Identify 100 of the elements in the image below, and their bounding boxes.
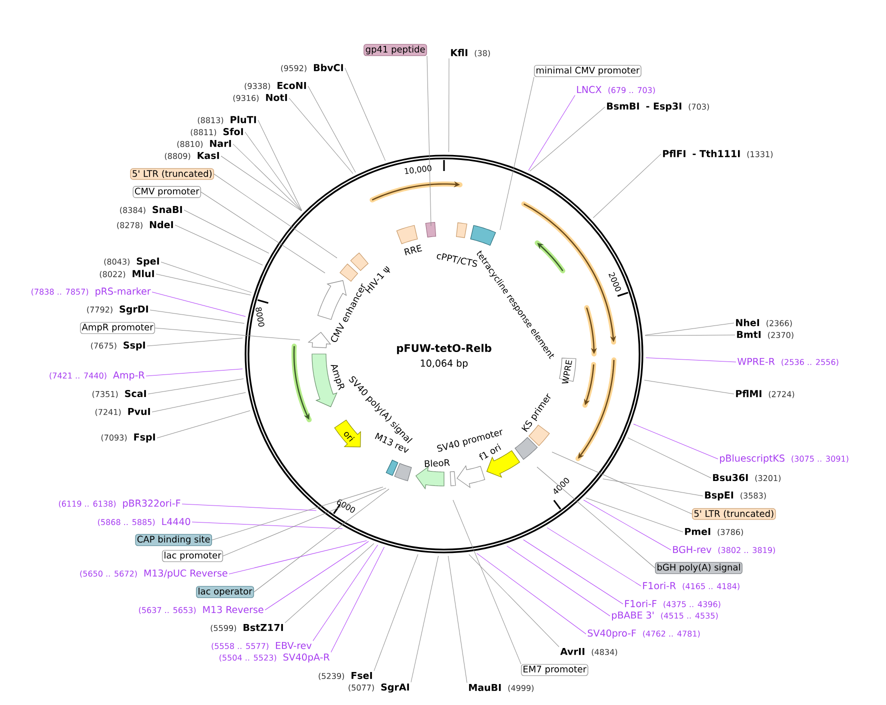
primer-label: (6119 .. 6138) pBR322ori-F (58, 499, 180, 509)
enzyme-site-label: MauBI (4999) (469, 684, 534, 692)
leader-line (312, 544, 378, 642)
leader-line (152, 292, 246, 317)
scale-label: 8000 (256, 307, 264, 327)
leader-line (254, 488, 390, 592)
leader-line (148, 378, 244, 394)
primer-label: LNCX (679 .. 703) (577, 86, 655, 94)
leader-line (583, 500, 672, 550)
leader-line (500, 76, 534, 230)
enzyme-site-label: PflFI - Tth111I (1331) (663, 150, 773, 158)
feature-name: ori (344, 432, 355, 442)
enzyme-site-label: (7241) PvuI (95, 408, 150, 416)
leader-line (200, 192, 326, 274)
leader-line (156, 274, 252, 296)
enzyme-site-label: (8384) SnaBI (120, 206, 182, 214)
leader-line (150, 310, 245, 324)
feature-name: AmpR (330, 365, 344, 390)
feature-label-box: EM7 promoter (521, 664, 588, 676)
leader-line (546, 527, 642, 586)
feature-label-box: CMV promoter (132, 186, 201, 198)
leader-line (628, 438, 712, 478)
enzyme-site-label: PflMI (2724) (736, 390, 794, 398)
feature-label-box: lac operator (196, 586, 254, 598)
leader-line (152, 392, 246, 412)
leader-line (552, 452, 692, 514)
feature-label-box: AmpR promoter (80, 322, 155, 334)
primer-label: (7421 .. 7440) Amp-R (50, 372, 145, 380)
leader-line (258, 120, 302, 211)
enzyme-site-label: PmeI (3786) (685, 528, 743, 536)
enzyme-site-label: (9338) EcoNI (244, 82, 306, 90)
leader-line (528, 95, 576, 171)
plasmid-name: pFUW-tetO-Relb (397, 344, 492, 354)
leader-line (214, 174, 338, 258)
enzyme-site-label: (7093) FspI (101, 434, 155, 442)
enzyme-site-label: NheI (2366) (736, 318, 792, 328)
scale-label: 6000 (337, 499, 356, 513)
primer-label: (5868 .. 5885) L4440 (98, 518, 190, 526)
leader-line (476, 553, 586, 634)
leader-line (374, 554, 418, 672)
leader-line (530, 106, 606, 172)
enzyme-site-label: AvrII (4834) (560, 648, 618, 656)
leader-line (644, 380, 734, 394)
leader-line (523, 540, 624, 604)
leader-line (330, 546, 384, 653)
primer-label: WPRE-R (2536 .. 2556) (738, 358, 838, 366)
scale-label: 2000 (608, 272, 621, 292)
leader-line (448, 556, 468, 684)
leader-line (184, 210, 270, 254)
enzyme-site-label: (7351) ScaI (92, 390, 146, 398)
leader-line (244, 132, 302, 211)
leader-line (154, 328, 300, 340)
feature-label-box: minimal CMV promoter (534, 64, 642, 78)
leader-line (644, 334, 736, 336)
primer-label: F1ori-R (4165 .. 4184) (643, 582, 740, 590)
primer-label: (5504 .. 5523) SV40pA-R (220, 653, 330, 663)
leader-line (160, 262, 252, 293)
feature-label-box: CAP binding site (135, 534, 212, 546)
feature-name: BleoR (424, 459, 450, 467)
leader-line (192, 522, 343, 529)
leader-line (146, 368, 243, 376)
feature-name: WPRE (562, 360, 572, 384)
leader-line (264, 541, 369, 610)
leader-line (212, 486, 384, 540)
leader-line (592, 154, 662, 218)
leader-line (646, 358, 736, 362)
primer-label: (7838 .. 7857) pRS-marker (32, 287, 151, 297)
enzyme-site-label: Bsu36I (3201) (713, 474, 781, 482)
feature-label-box: bGH poly(A) signal (655, 562, 742, 574)
leader-line (644, 322, 734, 336)
enzyme-site-label: (7675) SspI (91, 341, 145, 350)
leader-line (174, 224, 263, 266)
feature-label-box: 5' LTR (truncated) (130, 168, 214, 180)
primer-label: BGH-rev (3802 .. 3819) (673, 546, 775, 554)
primer-label: (5558 .. 5577) EBV-rev (212, 642, 312, 650)
leader-line (452, 500, 522, 664)
feature-label-box: lac promoter (162, 550, 223, 562)
plasmid-size: 10,064 bp (420, 359, 468, 369)
enzyme-site-label: (8043) SpeI (104, 257, 159, 266)
leader-line (633, 424, 718, 460)
enzyme-site-label: BsmBI - Esp3I (703) (607, 102, 709, 112)
enzyme-site-label: KflI (38) (451, 48, 490, 58)
leader-line (222, 488, 386, 556)
leader-line (468, 554, 560, 648)
leader-line (288, 98, 354, 174)
primer-label: pBluescriptKS (3075 .. 3091) (720, 454, 848, 464)
enzyme-site-label: (8809) KasI (164, 152, 219, 160)
leader-line (448, 58, 450, 152)
primer-label: SV40pro-F (4762 .. 4781) (588, 629, 700, 639)
feature-label-box: 5' LTR (truncated) (692, 508, 776, 520)
leader-line (146, 338, 243, 346)
enzyme-site-label: (8813) PluTI (198, 116, 256, 124)
enzyme-site-label: (5599) BstZ17I (210, 624, 283, 632)
enzyme-site-label: (8022) MluI (100, 270, 154, 278)
leader-line (182, 504, 317, 511)
leader-line (410, 556, 439, 682)
feature-name: RRE (404, 244, 422, 256)
primer-label: (5637 .. 5653) M13 Reverse (139, 606, 264, 614)
leader-line (536, 466, 656, 568)
leader-line (220, 156, 302, 212)
